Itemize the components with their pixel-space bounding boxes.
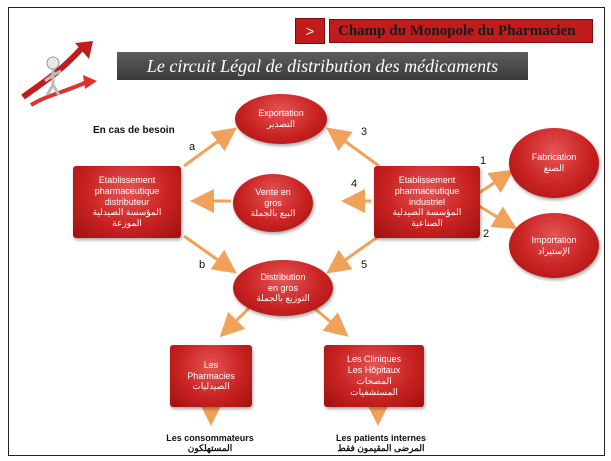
label-4: 4 [351,178,358,190]
node-fabrication-label: Fabrication [531,152,577,163]
node-distributeur-label-ar-2: الموزعة [112,218,142,229]
label-1: 1 [480,155,487,167]
node-vente-label-1: Vente en [255,186,291,197]
label-patients-ar: المرضى المقيمون فقط [337,443,425,454]
node-industriel-label-1: Etablissement [398,175,456,185]
node-industriel-label-ar-1: المؤسسة الصيدلية [392,207,462,218]
node-distribution-label-ar: التوزيع بالجملة [256,293,310,304]
node-cliniques-hopitaux: Les Cliniques Les Hôpitaux المصحات المست… [324,345,424,407]
label-consommateurs-ar: المستهلكون [187,443,233,454]
node-distributeur-label-3: distributeur [104,196,150,207]
page-title: Le circuit Légal de distribution des méd… [117,52,528,80]
red-arrow-figure-logo [21,41,97,107]
arrow-industriel-importation [478,204,518,230]
node-distributeur-label-ar-1: المؤسسة الصيدلية [92,207,162,218]
node-industriel-label-2: pharmaceutique [394,185,460,196]
node-vente-label-ar: البيع بالجملة [250,208,296,219]
label-consommateurs-fr: Les consommateurs [166,433,254,443]
node-pharmacies-label-ar: الصيدليات [192,381,230,392]
node-cliniques-label-2: Les Hôpitaux [347,365,401,376]
node-cliniques-label-ar-2: المستشفيات [350,386,398,397]
node-distribution-label-1: Distribution [260,271,306,282]
node-pharmacies: Les Pharmacies الصيدليات [170,345,252,407]
header-title: Champ du Monopole du Pharmacien [329,19,593,43]
arrow-distribution-cliniques [313,306,349,337]
arrow-industriel-exportation [326,127,380,168]
arrow-industriel-fabrication [478,169,514,195]
node-vente-en-gros: Vente en gros البيع بالجملة [233,174,313,232]
node-exportation-label: Exportation [258,108,304,119]
node-vente-label-2: gros [264,197,282,208]
label-en-cas-de-besoin: En cas de besoin [93,125,175,136]
node-distribution-en-gros: Distribution en gros التوزيع بالجملة [233,260,333,316]
node-cliniques-label-1: Les Cliniques [346,354,402,365]
label-a: a [189,141,196,153]
header-tag: > Champ du Monopole du Pharmacien [295,18,593,44]
node-distribution-label-2: en gros [267,282,299,293]
arrow-distributeur-distribution [183,234,237,274]
label-5: 5 [361,259,368,271]
node-etablissement-industriel: Etablissement pharmaceutique industriel … [374,166,480,238]
label-b: b [199,259,206,271]
node-cliniques-label-ar-1: المصحات [356,376,392,386]
arrow-distributeur-exportation [183,127,237,168]
label-patients-internes: Les patients internes المرضى المقيمون فق… [321,433,441,454]
label-2: 2 [483,228,490,240]
node-industriel-label-ar-2: الصناعية [411,218,443,229]
node-exportation-label-ar: التصدير [267,119,295,129]
arrow-right-icon: > [295,18,325,44]
label-consommateurs: Les consommateurs المستهلكون [155,433,265,454]
arrow-industriel-distribution [326,234,380,274]
node-importation-label: Importation [531,234,577,245]
label-patients-fr: Les patients internes [335,433,427,443]
node-distributeur-label-1: Etablissement [98,175,156,185]
node-etablissement-distributeur: Etablissement pharmaceutique distributeu… [73,166,181,238]
flow-arrows [183,127,518,426]
arrow-distribution-pharmacies [219,306,251,338]
node-fabrication-label-ar: الصنع [543,163,565,173]
node-importation-label-ar: الإستيراد [537,245,571,256]
node-pharmacies-label-2: Pharmacies [187,370,235,381]
node-exportation: Exportation التصدير [235,94,327,144]
node-pharmacies-label-1: Les [203,359,219,370]
label-3: 3 [361,126,368,138]
node-importation: Importation الإستيراد [509,213,599,278]
node-distributeur-label-2: pharmaceutique [94,185,160,196]
node-fabrication: Fabrication الصنع [509,128,599,198]
slide: > Champ du Monopole du Pharmacien Le cir… [8,7,605,456]
node-industriel-label-3: industriel [408,196,446,207]
